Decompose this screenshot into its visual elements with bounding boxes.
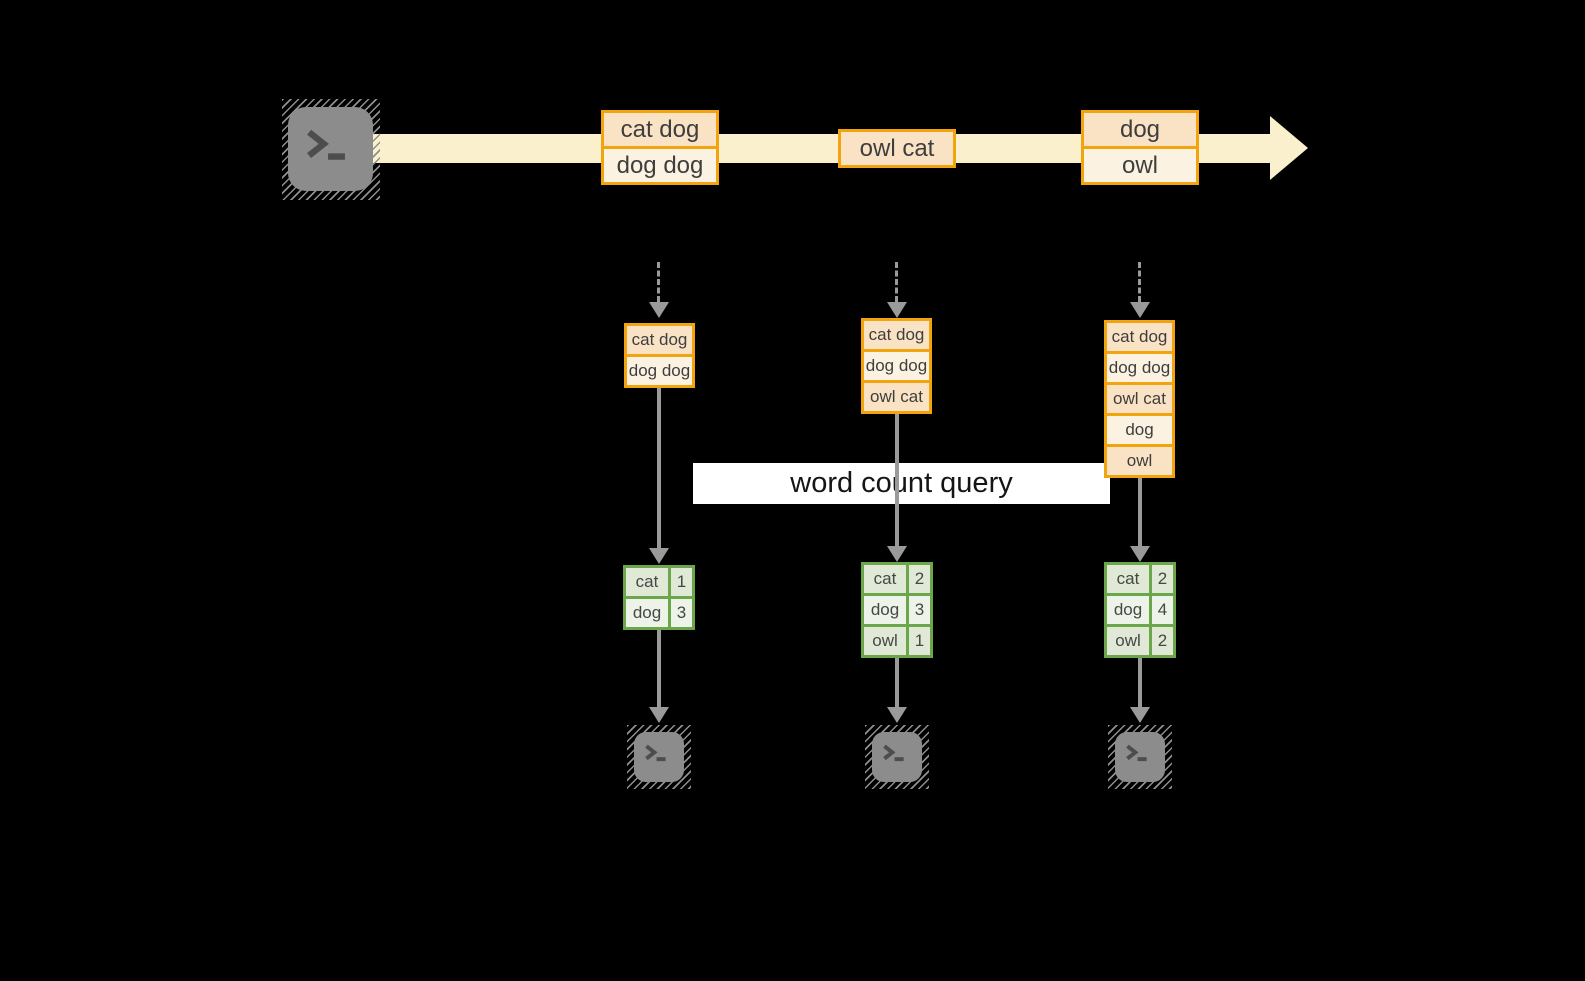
- count-table-1: cat 1 dog 3: [623, 565, 695, 630]
- table-count-cell: 2: [1152, 565, 1173, 593]
- table-word-cell: dog: [626, 599, 668, 627]
- source-terminal-icon: [282, 99, 380, 200]
- ingest-arrow-head: [887, 302, 907, 318]
- table-row: cat 2: [864, 565, 930, 593]
- record-buffer-2: cat dog dog dog owl cat: [861, 318, 932, 414]
- ingest-dashed-arrow: [657, 262, 660, 302]
- record-batch-2: owl cat: [838, 129, 956, 168]
- ingest-dashed-arrow: [895, 262, 898, 302]
- terminal-screen: [1115, 732, 1165, 782]
- record-buffer-1: cat dog dog dog: [624, 323, 695, 388]
- ingest-arrow-head: [1130, 302, 1150, 318]
- buffer-row: cat dog: [1107, 323, 1172, 351]
- output-arrow-line: [1138, 658, 1142, 707]
- table-count-cell: 1: [671, 568, 692, 596]
- record-batch-3: dog owl: [1081, 110, 1199, 185]
- record-cell: dog dog: [604, 149, 716, 182]
- record-buffer-3: cat dog dog dog owl cat dog owl: [1104, 320, 1175, 478]
- table-count-cell: 3: [671, 599, 692, 627]
- output-terminal-icon: [627, 725, 691, 789]
- buffer-row: cat dog: [627, 326, 692, 354]
- table-word-cell: cat: [1107, 565, 1149, 593]
- terminal-prompt-icon: [307, 129, 345, 160]
- count-table-2: cat 2 dog 3 owl 1: [861, 562, 933, 658]
- table-word-cell: cat: [626, 568, 668, 596]
- ingest-arrow-head: [649, 302, 669, 318]
- record-cell: dog: [1084, 113, 1196, 146]
- table-row: cat 1: [626, 568, 692, 596]
- output-terminal-icon: [1108, 725, 1172, 789]
- wordcount-query-banner: word count query: [693, 463, 1110, 504]
- table-count-cell: 1: [909, 627, 930, 655]
- buffer-row: dog dog: [627, 357, 692, 385]
- stream-arrow-head: [1270, 116, 1308, 180]
- output-terminal-icon: [865, 725, 929, 789]
- terminal-screen: [634, 732, 684, 782]
- terminal-screen: [872, 732, 922, 782]
- count-table-3: cat 2 dog 4 owl 2: [1104, 562, 1176, 658]
- query-arrow-head: [1130, 546, 1150, 562]
- output-arrow-line: [657, 630, 661, 707]
- buffer-row: owl: [1107, 447, 1172, 475]
- query-arrow-line: [657, 388, 661, 548]
- output-arrow-line: [895, 658, 899, 707]
- query-arrow-head: [649, 548, 669, 564]
- table-word-cell: dog: [864, 596, 906, 624]
- table-row: dog 4: [1107, 596, 1173, 624]
- buffer-row: cat dog: [864, 321, 929, 349]
- table-word-cell: owl: [1107, 627, 1149, 655]
- output-arrow-head: [887, 707, 907, 723]
- buffer-row: owl cat: [1107, 385, 1172, 413]
- output-arrow-head: [1130, 707, 1150, 723]
- table-row: dog 3: [626, 599, 692, 627]
- table-row: cat 2: [1107, 565, 1173, 593]
- buffer-row: dog: [1107, 416, 1172, 444]
- buffer-row: owl cat: [864, 383, 929, 411]
- output-arrow-head: [649, 707, 669, 723]
- table-count-cell: 4: [1152, 596, 1173, 624]
- table-row: owl 1: [864, 627, 930, 655]
- table-count-cell: 2: [909, 565, 930, 593]
- record-cell: owl cat: [841, 132, 953, 165]
- buffer-row: dog dog: [864, 352, 929, 380]
- table-count-cell: 3: [909, 596, 930, 624]
- record-cell: cat dog: [604, 113, 716, 146]
- query-arrow-line: [895, 414, 899, 546]
- table-word-cell: owl: [864, 627, 906, 655]
- record-cell: owl: [1084, 149, 1196, 182]
- query-arrow-line: [1138, 478, 1142, 546]
- table-word-cell: cat: [864, 565, 906, 593]
- table-row: dog 3: [864, 596, 930, 624]
- query-arrow-head: [887, 546, 907, 562]
- ingest-dashed-arrow: [1138, 262, 1141, 302]
- record-batch-1: cat dog dog dog: [601, 110, 719, 185]
- terminal-prompt-icon: [883, 744, 904, 762]
- table-count-cell: 2: [1152, 627, 1173, 655]
- table-word-cell: dog: [1107, 596, 1149, 624]
- terminal-prompt-icon: [1126, 744, 1147, 762]
- terminal-screen: [288, 107, 373, 191]
- buffer-row: dog dog: [1107, 354, 1172, 382]
- terminal-prompt-icon: [645, 744, 666, 762]
- table-row: owl 2: [1107, 627, 1173, 655]
